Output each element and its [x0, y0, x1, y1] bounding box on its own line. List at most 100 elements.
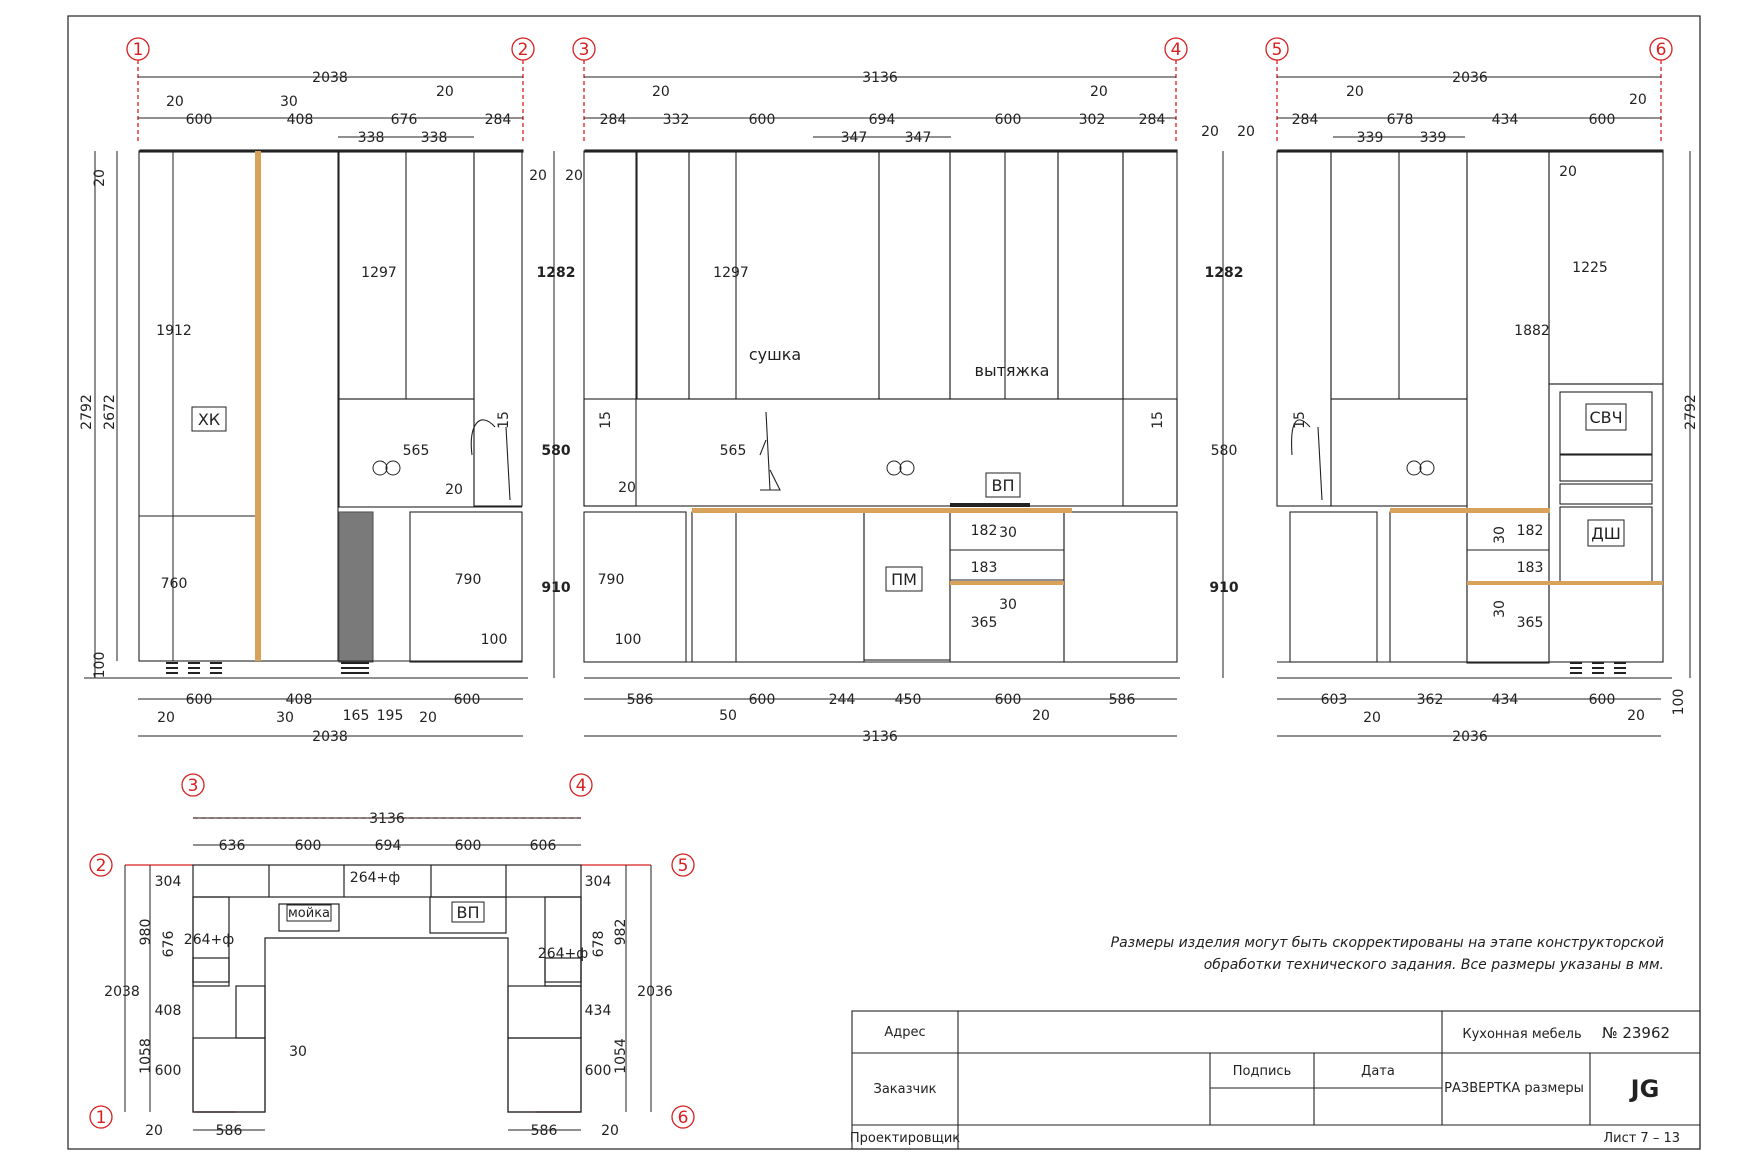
w2-gap-20: 20	[618, 480, 636, 496]
w1-burner-icon	[372, 460, 401, 476]
plan-note-264-top: 264+ф	[350, 870, 400, 886]
left-center-1282: 1282	[537, 265, 576, 281]
plan-right-982: 982	[613, 919, 629, 946]
plan-marker-4: 4	[576, 776, 587, 796]
w2-bot-586a: 586	[627, 692, 654, 708]
marker-5: 5	[1272, 40, 1283, 60]
w3-tap-15: 15	[1292, 411, 1308, 429]
sink-label-box: мойка	[286, 904, 332, 922]
w2-plinth-100: 100	[615, 632, 642, 648]
w3-topgap-20: 20	[1559, 164, 1577, 180]
right-corner-20b: 20	[1237, 124, 1255, 140]
w3-bottom-overall: 2036	[1452, 729, 1488, 745]
w3-sub-339a: 339	[1357, 130, 1384, 146]
plan-top-636: 636	[219, 838, 246, 854]
w1-top-600: 600	[186, 112, 213, 128]
wall1-overall-top: 2038	[312, 70, 348, 86]
plan-top-3136: 3136	[369, 811, 405, 827]
w3-bot-600: 600	[1589, 692, 1616, 708]
w1-bot-30: 30	[276, 710, 294, 726]
plan-marker-2: 2	[96, 856, 107, 876]
svch-label-box: СВЧ	[1585, 403, 1627, 431]
w2-top-332: 332	[663, 112, 690, 128]
wall3-countertop	[1390, 508, 1550, 513]
marker-4: 4	[1171, 40, 1182, 60]
w1-bot-195: 195	[377, 708, 404, 724]
w3-bot-362: 362	[1417, 692, 1444, 708]
plan-marker-1: 1	[96, 1108, 107, 1128]
plan-note-30: 30	[289, 1044, 307, 1060]
plan-marker-3: 3	[188, 776, 199, 796]
plan-left-304: 304	[155, 874, 182, 890]
w1-lower-760: 760	[161, 576, 188, 592]
w3-total-2792: 2792	[1683, 394, 1699, 430]
note-line-2: обработки технического задания. Все разм…	[1204, 957, 1664, 973]
w3-bot-434: 434	[1492, 692, 1519, 708]
tb-address-label: Адрес	[884, 1025, 925, 1040]
w1-upper-2672: 2672	[102, 394, 118, 430]
w1-tap-15: 15	[496, 411, 512, 429]
marker-6: 6	[1656, 40, 1667, 60]
w1-bot-600b: 600	[454, 692, 481, 708]
w1-sub-338a: 338	[358, 130, 385, 146]
w3-top-434: 434	[1492, 112, 1519, 128]
tb-sheet-no: Лист 7 – 13	[1603, 1131, 1680, 1146]
tb-designer-label: Проектировщик	[850, 1131, 960, 1146]
w3-top-600: 600	[1589, 112, 1616, 128]
marker-1: 1	[133, 40, 144, 60]
label-vp: ВП	[991, 476, 1014, 495]
plan-note-264-right: 264+ф	[538, 946, 588, 962]
label-dsh: ДШ	[1591, 524, 1621, 543]
w2-bot-20: 20	[1032, 708, 1050, 724]
plan-left-676: 676	[161, 931, 177, 958]
tb-date-label: Дата	[1361, 1064, 1395, 1079]
w1-bot-20b: 20	[419, 710, 437, 726]
wall2-overall-top: 3136	[862, 70, 898, 86]
w1-corner-20b: 20	[565, 168, 583, 184]
tb-sign-label: Подпись	[1233, 1064, 1291, 1079]
wall2-elevation	[583, 149, 1180, 679]
w2-g1-30: 30	[999, 525, 1017, 541]
w3-tall-1882: 1882	[1514, 323, 1550, 339]
marker-3: 3	[579, 40, 590, 60]
label-hood: вытяжка	[975, 361, 1050, 380]
plan-left-1058: 1058	[138, 1038, 154, 1074]
plan-top-600a: 600	[295, 838, 322, 854]
w3-top-20b: 20	[1629, 92, 1647, 108]
w1-plinth-100: 100	[92, 652, 108, 679]
w1-top-676: 676	[391, 112, 418, 128]
w3-plinth-100: 100	[1671, 689, 1687, 716]
right-center-1282: 1282	[1205, 265, 1244, 281]
w3-sub-339b: 339	[1420, 130, 1447, 146]
label-dryer: сушка	[749, 345, 801, 364]
w1-bot-165: 165	[343, 708, 370, 724]
wall3-overall-top: 2036	[1452, 70, 1488, 86]
tb-product: Кухонная мебель	[1462, 1027, 1581, 1042]
w1-base-790: 790	[455, 572, 482, 588]
wall3-shelf	[1467, 581, 1663, 585]
plan-left-408: 408	[155, 1003, 182, 1019]
marker-2: 2	[518, 40, 529, 60]
w2-top-694: 694	[869, 112, 896, 128]
plan-right-600: 600	[585, 1063, 612, 1079]
w2-splash-565: 565	[720, 443, 747, 459]
w1-tall-1912: 1912	[156, 323, 192, 339]
w3-top-284: 284	[1292, 112, 1319, 128]
w3-g1-30: 30	[1492, 526, 1508, 544]
w3-top-20: 20	[1346, 84, 1364, 100]
w2-top-20b: 20	[1090, 84, 1108, 100]
wall3-elevation	[1276, 149, 1672, 679]
w2-top-600b: 600	[995, 112, 1022, 128]
w2-top-600a: 600	[749, 112, 776, 128]
w2-top-302: 302	[1079, 112, 1106, 128]
w1-top-20: 20	[166, 94, 184, 110]
right-center-580: 580	[1211, 443, 1238, 459]
w1-wallunit-1297: 1297	[361, 265, 397, 281]
label-hk: ХК	[198, 410, 221, 429]
w1-top-30: 30	[280, 94, 298, 110]
wall1-elevation	[84, 149, 528, 679]
pm-label-box: ПМ	[885, 566, 923, 592]
w1-top-284: 284	[485, 112, 512, 128]
plan-right-304: 304	[585, 874, 612, 890]
plan-marker-5: 5	[678, 856, 689, 876]
